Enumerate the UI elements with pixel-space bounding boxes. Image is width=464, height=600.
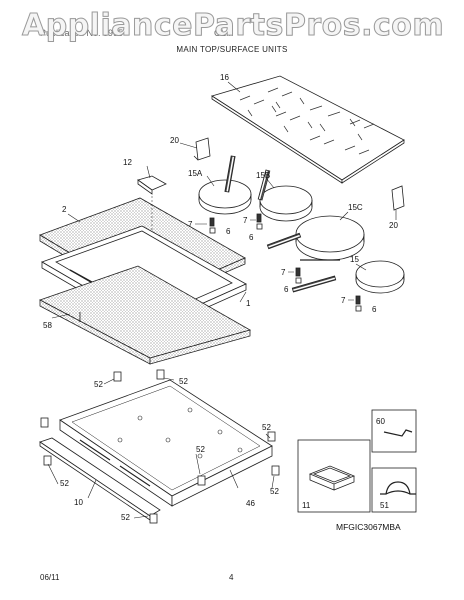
callout-52-f: 52 (270, 487, 279, 496)
callout-15b: 15B (256, 171, 270, 180)
callout-6-d: 6 (372, 305, 377, 314)
callout-15c: 15C (348, 203, 363, 212)
inset-box-60 (371, 409, 417, 453)
insulation-panel (38, 265, 252, 365)
callout-labels: 16 20 20 12 15A 15B 15C 15 2 7 7 7 7 6 6… (43, 73, 401, 532)
footer-page-number: 4 (229, 573, 234, 582)
callout-6-c: 6 (284, 285, 289, 294)
bracket-left (179, 137, 211, 161)
retaining-clips (40, 369, 280, 524)
glass-cooktop (211, 75, 405, 184)
burner-box (59, 379, 273, 507)
surface-element-15a (198, 155, 252, 215)
bracket-right (391, 185, 405, 220)
callout-2: 2 (62, 205, 67, 214)
callout-20-left: 20 (170, 136, 179, 145)
callout-51: 51 (380, 501, 389, 510)
callout-52-d: 52 (60, 479, 69, 488)
callout-1: 1 (246, 299, 251, 308)
callout-7-a: 7 (188, 220, 193, 229)
publication-number: Publication No. 5995 (40, 28, 124, 38)
callout-46: 46 (246, 499, 255, 508)
section-title: MAIN TOP/SURFACE UNITS (176, 45, 288, 54)
callout-16: 16 (220, 73, 229, 82)
callout-15a: 15A (188, 169, 203, 178)
callout-12: 12 (123, 158, 132, 167)
callout-15: 15 (350, 255, 359, 264)
surface-element-15b (257, 169, 313, 222)
mounting-bracket (137, 165, 167, 195)
watermark: AppliancePartsPros.com (22, 8, 445, 44)
callout-10: 10 (74, 498, 83, 507)
model-number: GL... (214, 28, 234, 38)
callout-52-b: 52 (179, 377, 188, 386)
footer-date: 06/11 (40, 573, 60, 582)
callout-7-d: 7 (341, 296, 346, 305)
surface-element-15 (291, 260, 405, 294)
callout-6-a: 6 (226, 227, 231, 236)
callout-6-b: 6 (249, 233, 254, 242)
callout-20-right: 20 (389, 221, 398, 230)
callout-58: 58 (43, 321, 52, 330)
callout-7-b: 7 (243, 216, 248, 225)
callout-60: 60 (376, 417, 385, 426)
callout-11: 11 (302, 501, 311, 510)
inset-box-51 (371, 467, 417, 513)
callout-7-c: 7 (281, 268, 286, 277)
surface-element-15c (266, 211, 365, 261)
callout-52-a: 52 (94, 380, 103, 389)
callout-52-g: 52 (121, 513, 130, 522)
inset-box-11 (297, 439, 371, 513)
screws-and-clips (195, 213, 362, 312)
publication-header: Publication No. 5995 GL... (40, 28, 440, 38)
callout-52-e: 52 (196, 445, 205, 454)
callout-52-c: 52 (262, 423, 271, 432)
figure-code: MFGIC3067MBA (336, 522, 401, 532)
